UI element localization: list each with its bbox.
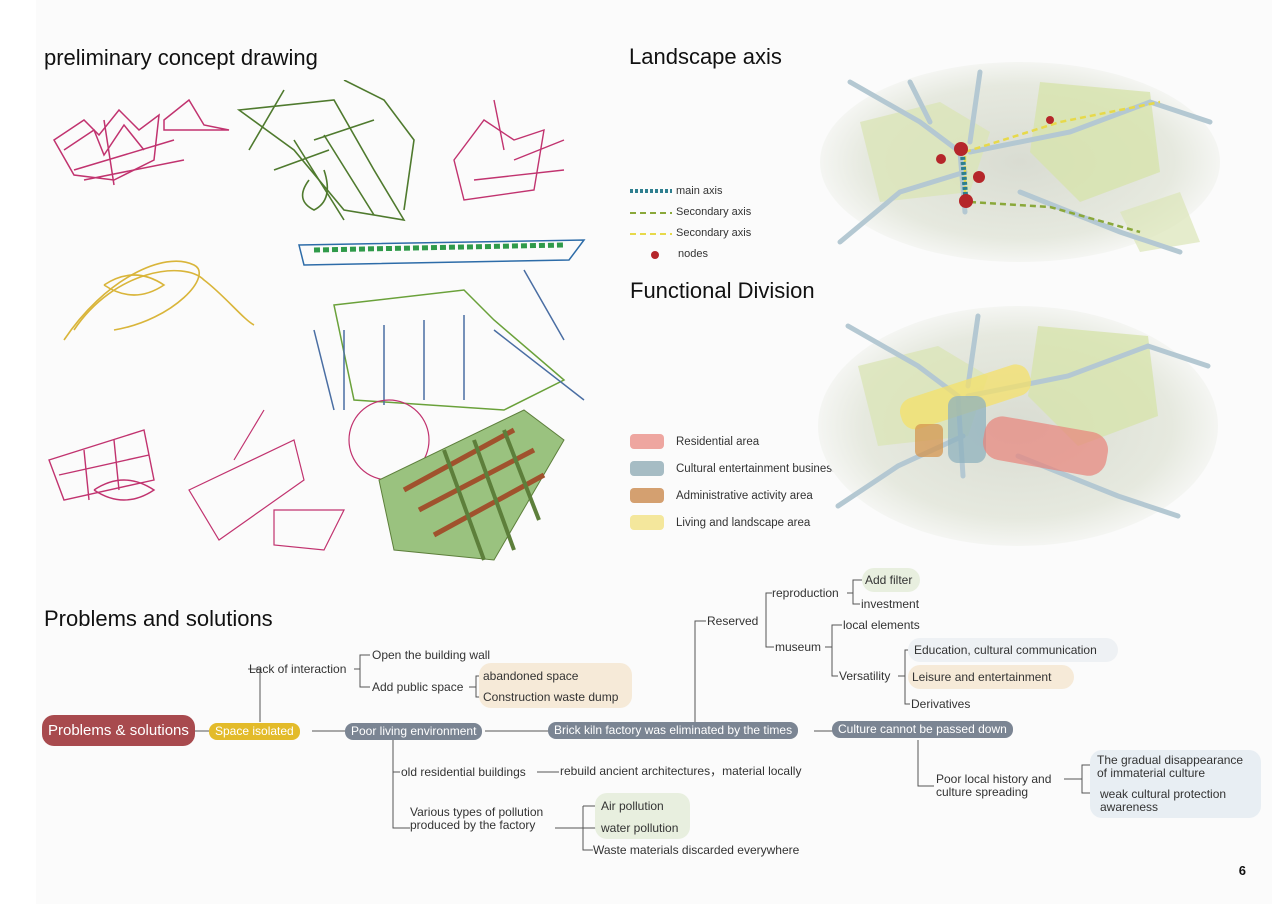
landscape-axis-map: [820, 62, 1220, 262]
node-weak-line1: weak cultural protection: [1100, 787, 1227, 801]
sketch-canopy: [298, 239, 586, 411]
legend-label: Cultural entertainment business area: [676, 462, 864, 475]
node-versatility: Versatility: [839, 669, 891, 683]
node-brick-kiln-factory: Brick kiln factory was eliminated by the…: [548, 722, 799, 739]
node-old-residential: old residential buildings: [401, 765, 526, 779]
heading-functional-division: Functional Division: [630, 278, 815, 303]
functional-division-map: [818, 306, 1218, 546]
legend-main-axis: main axis: [676, 185, 723, 197]
legend-living-landscape-area: Living and landscape area: [630, 515, 810, 530]
node-lack-of-interaction: Lack of interaction: [249, 662, 347, 676]
node-gradual-line1: The gradual disappearance: [1097, 753, 1244, 767]
sketch-pink-roof: [53, 98, 230, 186]
node-construction-waste: Construction waste dump: [483, 690, 619, 704]
highlight-education-box: [908, 638, 1118, 662]
node-local-elements: local elements: [843, 618, 920, 632]
highlight-culture-box: [1090, 750, 1261, 818]
concept-sketches: [48, 80, 586, 561]
heading-problems-solutions: Problems and solutions: [44, 606, 273, 631]
legend-secondary-axis-yellow: Secondary axis: [676, 227, 752, 239]
axis-legend-symbols: [630, 189, 672, 259]
node-pollution-line1: Various types of pollution: [410, 805, 544, 819]
node-abandoned-space: abandoned space: [483, 669, 579, 683]
node-leisure: Leisure and entertainment: [912, 670, 1052, 684]
node-add-public-space: Add public space: [372, 680, 464, 694]
highlight-leisure-box: [908, 665, 1074, 689]
legend-swatch: [630, 515, 664, 530]
heading-landscape-axis: Landscape axis: [629, 44, 782, 69]
sketch-green-structure: [236, 80, 415, 222]
highlight-space-box: [479, 663, 632, 708]
legend-swatch: [630, 488, 664, 503]
legend-swatch: [630, 461, 664, 476]
node-museum: museum: [775, 640, 822, 654]
legend-label: Administrative activity area: [676, 489, 813, 502]
node-reserved: Reserved: [707, 614, 759, 628]
mindmap-root-node: Problems & solutions: [42, 715, 195, 746]
node-investment: investment: [861, 597, 920, 611]
legend-swatch: [630, 434, 664, 449]
node-space-isolated: Space isolated: [209, 723, 300, 740]
node-water-pollution: water pollution: [601, 821, 679, 835]
node-weak-line2: awareness: [1100, 800, 1159, 814]
legend-label: Living and landscape area: [676, 516, 811, 529]
highlight-filter-box: [862, 568, 920, 592]
node-reproduction: reproduction: [772, 586, 839, 600]
legend-cultural-area: Cultural entertainment business area: [630, 461, 864, 476]
node-air-pollution: Air pollution: [601, 799, 664, 813]
node-pollution-line2: produced by the factory: [410, 818, 536, 832]
legend-label: Residential area: [676, 435, 760, 448]
legend-nodes: nodes: [678, 248, 708, 260]
node-education: Education, cultural communication: [914, 643, 1097, 657]
node-poor-history-line1: Poor local history and: [936, 772, 1052, 786]
node-poor-history-line2: culture spreading: [936, 785, 1029, 799]
node-open-building-wall: Open the building wall: [372, 648, 491, 662]
node-culture-cannot-pass: Culture cannot be passed down: [832, 721, 1013, 738]
node-gradual-line2: of immaterial culture: [1097, 766, 1206, 780]
highlight-pollution-box: [595, 793, 690, 839]
node-poor-living-environment: Poor living environment: [345, 723, 483, 740]
sketch-pink-building: [453, 99, 565, 201]
sketch-pink-facade: [48, 429, 156, 501]
legend-secondary-axis-green: Secondary axis: [676, 206, 752, 218]
legend-administrative-area: Administrative activity area: [630, 488, 813, 503]
node-derivatives: Derivatives: [911, 697, 971, 711]
node-rebuild-ancient: rebuild ancient architectures，material l…: [560, 764, 802, 778]
legend-residential-area: Residential area: [630, 434, 759, 449]
sketch-yellow-curve: [63, 260, 255, 341]
page-number: 6: [1238, 863, 1246, 878]
heading-concept-drawing: preliminary concept drawing: [44, 45, 318, 70]
sketch-colored-perspective: [378, 409, 565, 561]
node-add-filter: Add filter: [865, 573, 913, 587]
node-waste-materials: Waste materials discarded everywhere: [593, 843, 800, 857]
mindmap-connectors: [195, 579, 1098, 851]
